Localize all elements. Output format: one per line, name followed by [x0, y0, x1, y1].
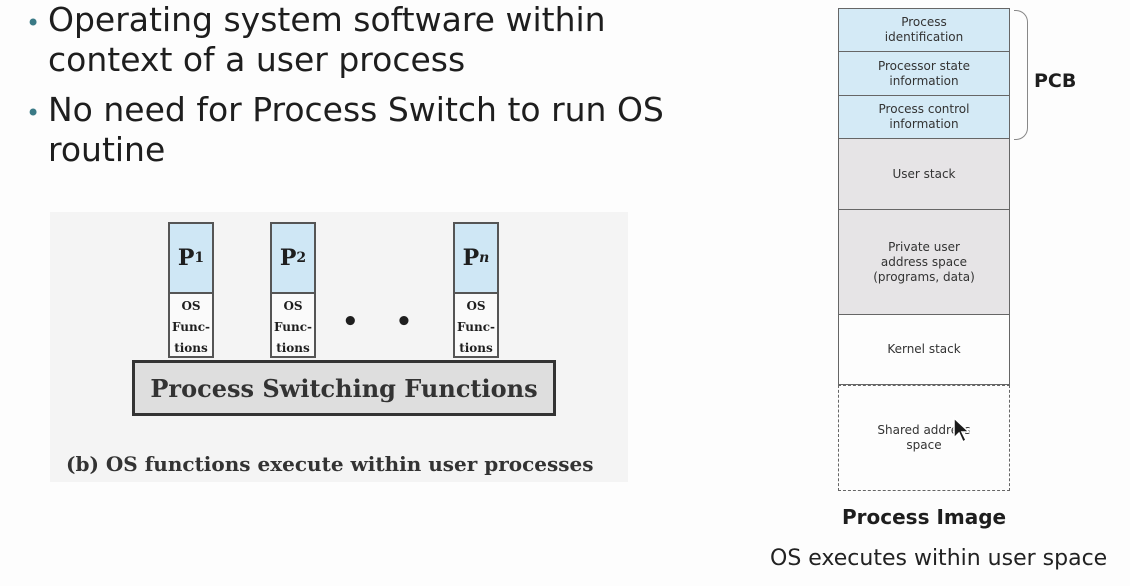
bullet-dot-icon: •	[26, 9, 41, 37]
bullet-list: • Operating system software within conte…	[14, 0, 674, 180]
bullet-dot-icon: •	[26, 99, 41, 127]
segment-kernel-stack: Kernel stack	[838, 315, 1010, 385]
bullet-text-line1: Operating system software within	[48, 0, 606, 39]
bullet-text-line2: routine	[48, 130, 166, 169]
bullet-text-line2: context of a user process	[48, 40, 466, 79]
bullet-item: • No need for Process Switch to run OS r…	[14, 90, 674, 170]
os-functions-box: OS Func- tions	[168, 292, 214, 358]
process-switching-functions-box: Process Switching Functions	[132, 360, 556, 416]
bullet-text-line1: No need for Process Switch to run OS	[48, 90, 664, 129]
process-image-title: Process Image	[842, 505, 1007, 529]
os-functions-box: OS Func- tions	[270, 292, 316, 358]
segment-user-stack: User stack	[838, 139, 1010, 210]
pcb-brace	[1014, 10, 1028, 140]
mouse-pointer-icon	[953, 416, 971, 444]
bullet-item: • Operating system software within conte…	[14, 0, 674, 80]
ellipsis: • • •	[342, 307, 480, 337]
figure-caption: (b) OS functions execute within user pro…	[66, 452, 594, 476]
pcb-label: PCB	[1034, 70, 1077, 92]
os-functions-box: OS Func- tions	[453, 292, 499, 358]
process-image-caption: OS executes within user space	[770, 546, 1108, 571]
